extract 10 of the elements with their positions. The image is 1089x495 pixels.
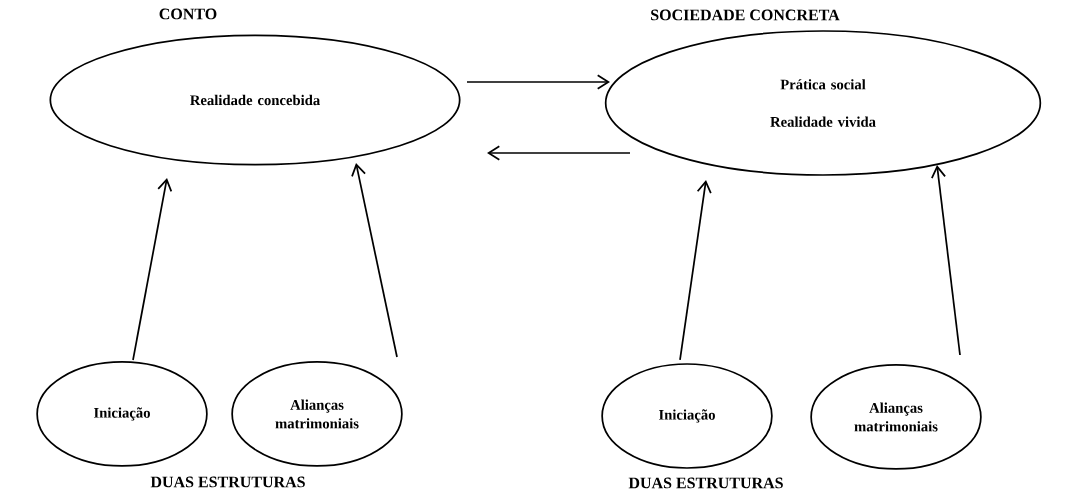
heading: SOCIEDADE CONCRETA xyxy=(651,9,840,21)
caption: DUAS ESTRUTURAS xyxy=(628,477,783,489)
arrow xyxy=(931,165,961,356)
arrow xyxy=(466,74,610,90)
heading: CONTO xyxy=(159,8,217,20)
arrow xyxy=(487,145,631,161)
arrow xyxy=(679,180,712,361)
arrow xyxy=(351,163,398,358)
arrow xyxy=(132,178,173,361)
caption: DUAS ESTRUTURAS xyxy=(150,476,305,488)
